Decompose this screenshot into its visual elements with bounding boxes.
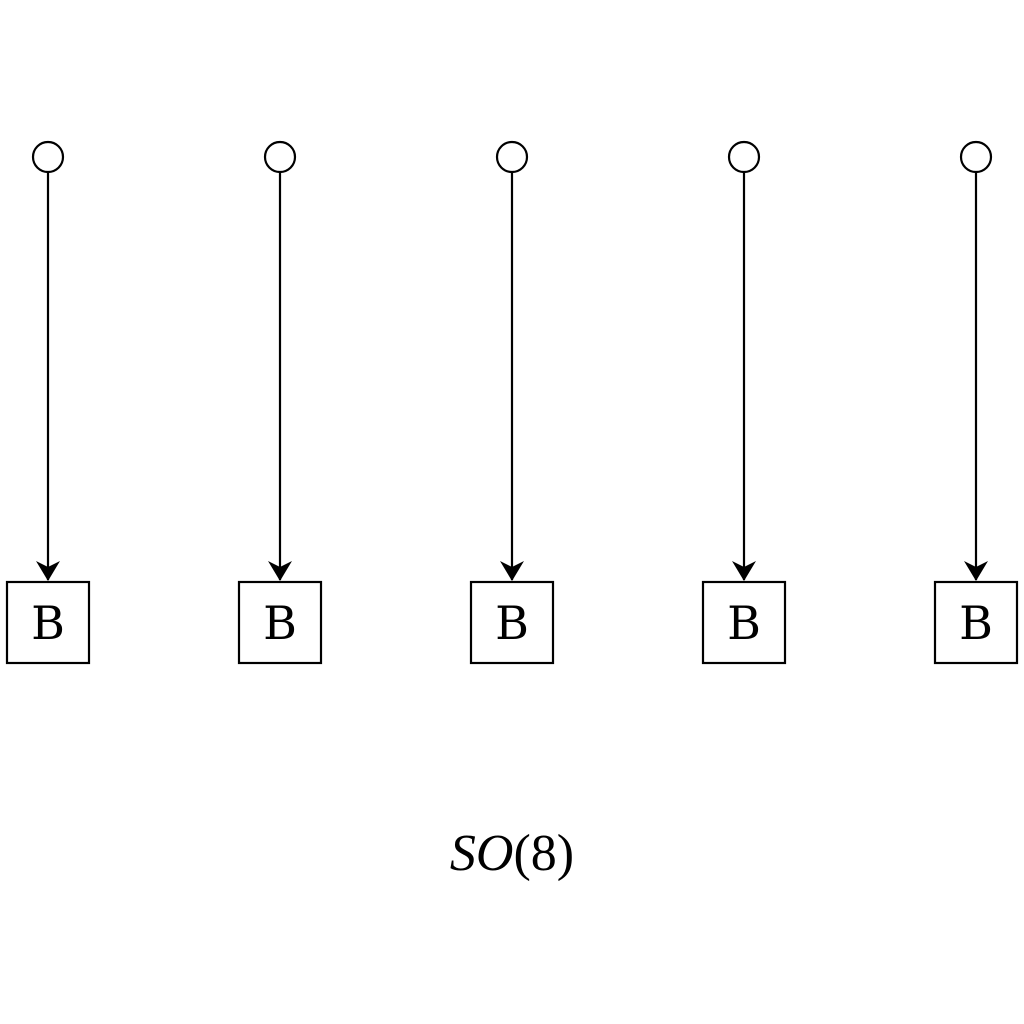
node-circle: [31, 140, 65, 174]
box-node: [701, 580, 787, 665]
box-node: [933, 580, 1019, 665]
column-3: B: [469, 140, 555, 665]
node-circle: [959, 140, 993, 174]
box-node: [5, 580, 91, 665]
box-label: B: [31, 596, 65, 650]
column-1: B: [5, 140, 91, 665]
column-4: B: [701, 140, 787, 665]
box-node: [237, 580, 323, 665]
node-circle: [727, 140, 761, 174]
box-node: [469, 580, 555, 665]
column-5: B: [933, 140, 1019, 665]
box-label: B: [727, 596, 761, 650]
column-2: B: [237, 140, 323, 665]
caption: SO(8): [450, 825, 574, 882]
box-label: B: [263, 596, 297, 650]
node-circle: [495, 140, 529, 174]
caption-rest: (8): [513, 825, 574, 882]
caption-italic: SO: [450, 825, 514, 882]
box-label: B: [959, 596, 993, 650]
node-circle: [263, 140, 297, 174]
box-label: B: [495, 596, 529, 650]
